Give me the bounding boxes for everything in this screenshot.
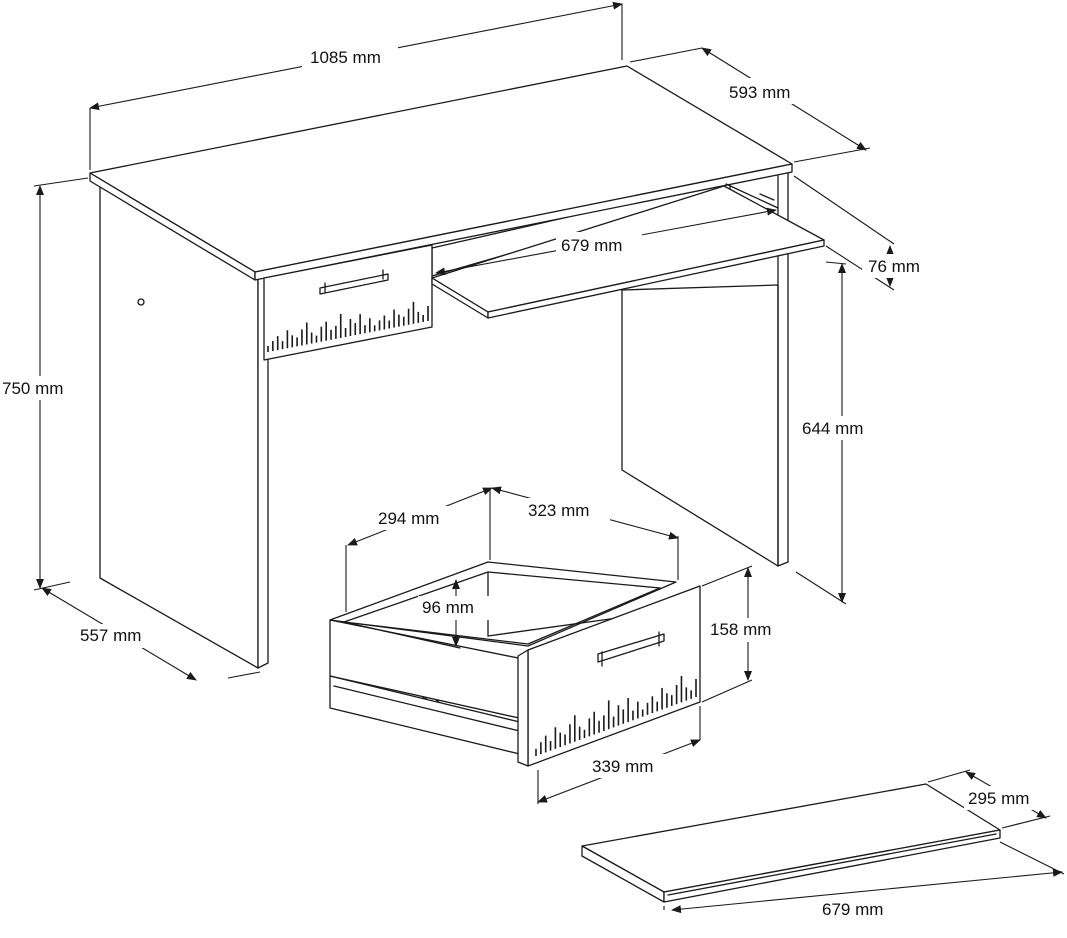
label-total-depth: 593 mm xyxy=(729,83,790,102)
desk-right-leg xyxy=(621,284,779,567)
label-tray-board-width: 679 mm xyxy=(822,900,883,919)
label-top-overhang: 76 mm xyxy=(868,257,920,276)
desk-drawer-pattern xyxy=(267,301,429,352)
drawer-handle xyxy=(597,631,665,667)
label-tray-height: 644 mm xyxy=(802,419,863,438)
label-drawer-front-width: 339 mm xyxy=(592,757,653,776)
leg-hole xyxy=(137,298,145,306)
drawer-front-side xyxy=(517,649,529,767)
label-tray-board-depth: 295 mm xyxy=(968,789,1029,808)
label-total-height: 750 mm xyxy=(2,379,63,398)
label-total-width: 1085 mm xyxy=(310,48,381,67)
drawer-box xyxy=(329,561,701,767)
label-drawer-depth: 294 mm xyxy=(378,509,439,528)
label-side-depth: 557 mm xyxy=(80,626,141,645)
label-drawer-inner-height: 96 mm xyxy=(422,598,474,617)
drawer-inside xyxy=(343,571,661,645)
desk-drawer-handle xyxy=(319,269,389,295)
label-drawer-front-height: 158 mm xyxy=(710,620,771,639)
label-drawer-width: 323 mm xyxy=(528,501,589,520)
dimension-labels: 1085 mm 593 mm 679 mm 76 mm 750 mm 644 m… xyxy=(0,44,1050,922)
label-keyboard-tray-width: 679 mm xyxy=(561,236,622,255)
